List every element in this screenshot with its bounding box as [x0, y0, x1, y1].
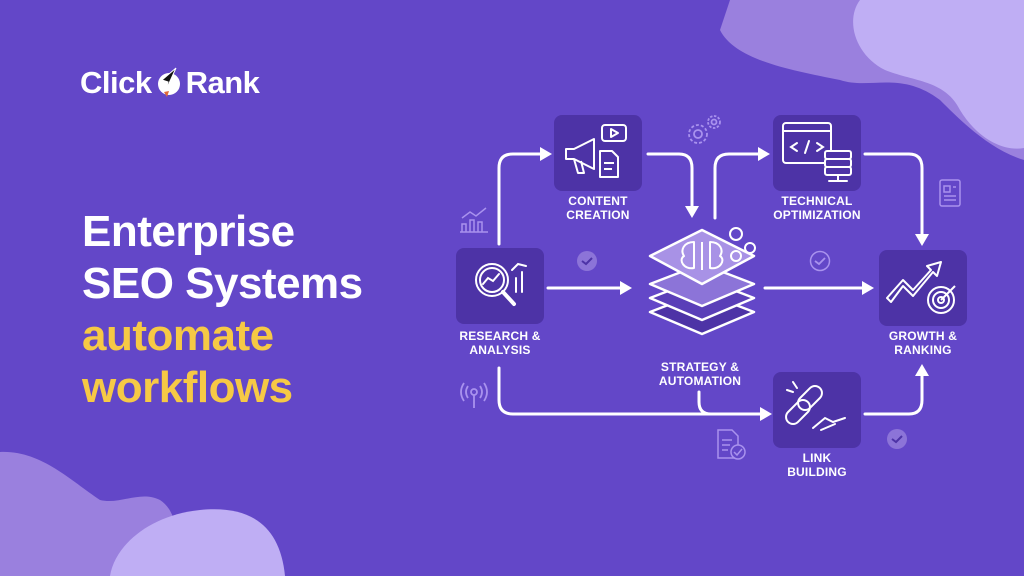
- brand-logo: Click Rank: [80, 64, 260, 102]
- headline-line-2: SEO Systems: [82, 259, 363, 308]
- brain-layers-gears-icon: [648, 227, 756, 336]
- node-link-building: [773, 372, 861, 448]
- code-window-server-icon: [782, 122, 852, 182]
- rocket-cursor-icon: [157, 67, 180, 97]
- node-content-label: CONTENT CREATION: [566, 194, 630, 222]
- trend-arrow-target-icon: [886, 261, 956, 314]
- headline-line-1: Enterprise: [82, 207, 295, 256]
- headline-line-3: automate: [82, 311, 274, 360]
- bar-chart-icon: [460, 207, 488, 233]
- node-strategy-label: STRATEGY & AUTOMATION: [658, 360, 742, 388]
- blob-top-right-light: [853, 0, 1024, 149]
- headline-line-4: workflows: [82, 363, 293, 412]
- document-icon: [939, 179, 961, 207]
- chain-handshake-icon: [785, 381, 846, 431]
- check-circle-icon: [577, 251, 597, 271]
- megaphone-document-icon: [565, 124, 627, 178]
- magnifier-chart-icon: [475, 262, 527, 306]
- node-research-analysis: [456, 248, 544, 324]
- antenna-icon: [460, 382, 488, 408]
- blob-bottom-left-light: [110, 509, 285, 576]
- node-growth-ranking: [879, 250, 967, 326]
- node-technical-label: TECHNICAL OPTIMIZATION: [773, 194, 861, 222]
- check-circle-icon: [809, 250, 831, 272]
- brand-name-right: Rank: [185, 65, 260, 100]
- node-research-label: RESEARCH & ANALYSIS: [459, 329, 541, 357]
- node-link-label: LINK BUILDING: [787, 451, 847, 479]
- check-circle-icon: [887, 429, 907, 449]
- node-technical-optimization: [773, 115, 861, 191]
- document-check-icon: [717, 429, 746, 460]
- headline: Enterprise SEO Systems automate workflow…: [82, 206, 363, 414]
- brand-name-left: Click: [80, 65, 152, 100]
- node-content-creation: [554, 115, 642, 191]
- node-growth-label: GROWTH & RANKING: [888, 329, 958, 357]
- gears-icon: [688, 115, 721, 144]
